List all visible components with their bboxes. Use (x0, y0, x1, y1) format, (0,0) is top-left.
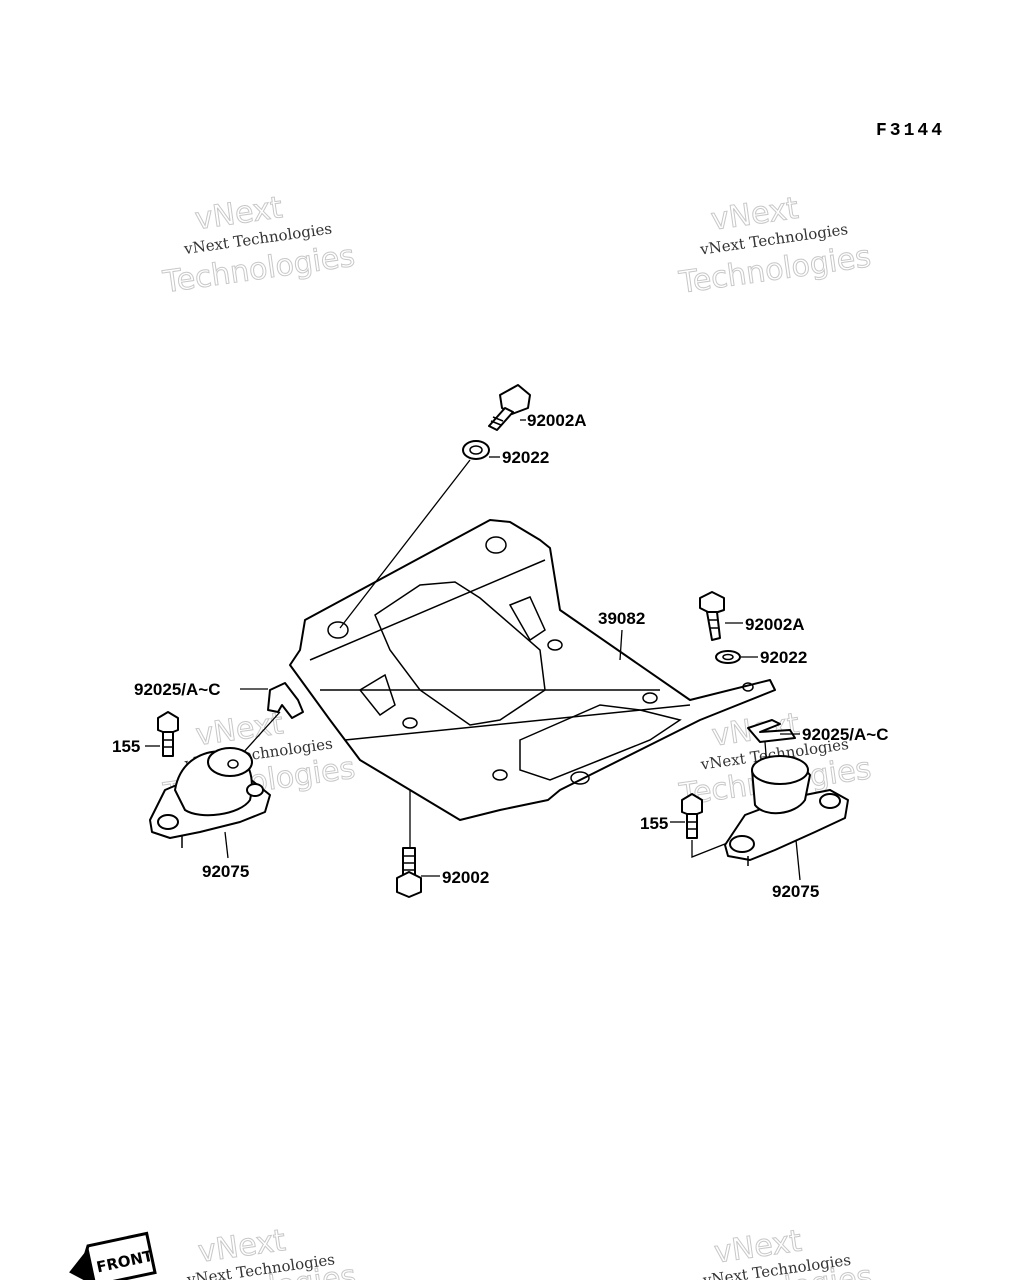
leader-guard (619, 629, 623, 661)
engine-mount-right (724, 755, 849, 866)
bolt-92002A-top (488, 384, 531, 431)
leader-mount-left (224, 831, 229, 859)
watermark-top-right: vNext Technologies vNext Technologies (676, 190, 874, 301)
label-shim-left: 92025/A~C (134, 680, 220, 699)
label-mount-left: 92075 (202, 862, 249, 881)
watermark-bottom-left: vNext Technologies vNext Technologies (161, 1223, 359, 1280)
label-washer-top: 92022 (502, 448, 549, 467)
leader-mount-right (795, 839, 801, 881)
label-155-left: 155 (112, 737, 140, 756)
watermark-top-left: vNext Technologies vNext Technologies (160, 190, 358, 301)
bolt-155-left (157, 711, 179, 757)
engine-mount-left (149, 747, 271, 848)
shim-92025-right (747, 719, 796, 743)
figure-code: F3144 (876, 121, 945, 141)
leader-washer-to-hole (339, 459, 471, 629)
watermark-bottom-right: vNext Technologies vNext Technologies (677, 1223, 875, 1280)
label-shim-right: 92025/A~C (802, 725, 888, 744)
label-155-right: 155 (640, 814, 668, 833)
label-bolt-bottom: 92002 (442, 868, 489, 887)
label-bolt-top: 92002A (527, 411, 587, 430)
label-guard: 39082 (598, 609, 645, 628)
bolt-92002-bottom (396, 847, 422, 898)
shim-92025-left (267, 682, 304, 719)
front-direction-indicator: FRONT (69, 1231, 157, 1280)
label-mount-right: 92075 (772, 882, 819, 901)
washer-92022-top (462, 440, 490, 460)
skid-guard (289, 519, 776, 821)
leader-155-right-to-mount (691, 837, 741, 858)
label-washer-right: 92022 (760, 648, 807, 667)
bolt-92002A-right (699, 591, 725, 641)
bolt-155-right (681, 793, 703, 839)
washer-92022-right (715, 650, 741, 664)
label-bolt-right: 92002A (745, 615, 805, 634)
